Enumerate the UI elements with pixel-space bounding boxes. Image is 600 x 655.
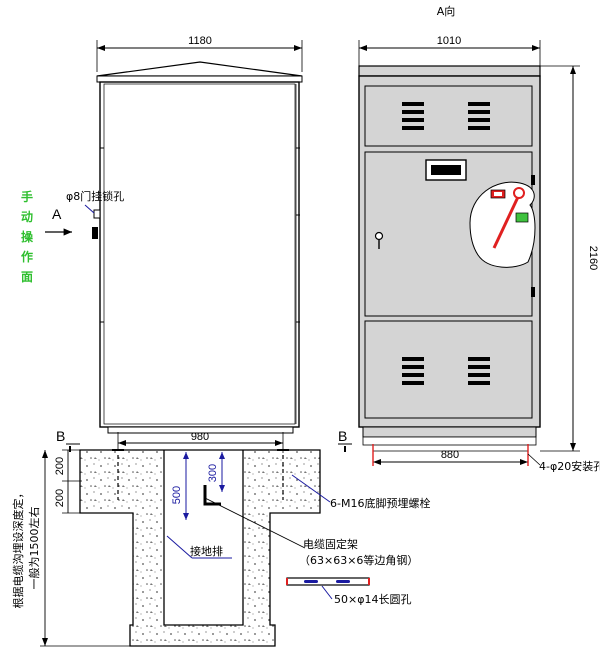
side-view: 1180 φ8门挂锁孔 A 手 动 操 作 面	[21, 35, 303, 434]
handle-icon	[92, 227, 98, 239]
dim-200-bottom-label: 200	[54, 489, 66, 507]
slot-holes-label: 50×φ14长圆孔	[334, 593, 411, 606]
front-view: A向 1010 2160	[358, 4, 600, 473]
foundation-section: 980 200 200 根据电缆沟埋设深度定， 一般为1500左右 500 30…	[11, 431, 430, 647]
svg-text:面: 面	[21, 270, 33, 284]
top-louvre-vents	[402, 102, 490, 130]
svg-text:动: 动	[21, 210, 33, 224]
dim-880-label: 880	[441, 449, 459, 461]
anchor-bolts-label: 6-M16底脚预埋螺栓	[330, 496, 430, 510]
manual-operation-label: 手 动 操 作 面	[21, 189, 34, 284]
cabinet-roof	[96, 61, 303, 77]
operating-mechanism	[469, 181, 536, 268]
install-holes-label: 4-φ20安装孔	[539, 459, 600, 473]
svg-text:作: 作	[21, 249, 33, 264]
depth-note-line2: 一般为1500左右	[27, 507, 41, 590]
bottom-louvre-vents	[402, 357, 490, 385]
lock-hole-label: φ8门挂锁孔	[66, 189, 124, 203]
cable-bracket-icon	[203, 485, 221, 506]
dim-1010-label: 1010	[437, 35, 461, 47]
dim-2160-label: 2160	[587, 246, 599, 270]
cable-bracket-label: 电缆固定架	[303, 537, 358, 551]
dim-300-label: 300	[207, 464, 219, 482]
grounding-bar-label: 接地排	[190, 544, 223, 558]
section-b-right: B	[338, 428, 347, 444]
svg-text:手: 手	[21, 189, 33, 204]
section-b-left: B	[56, 428, 65, 444]
dim-500-label: 500	[171, 486, 183, 504]
dim-200-top-label: 200	[54, 457, 66, 475]
door-keyhole-icon	[374, 231, 384, 241]
depth-note-line1: 根据电缆沟埋设深度定，	[11, 488, 25, 609]
slotted-plate	[286, 577, 370, 586]
section-a-label: A	[52, 206, 62, 222]
view-a-title: A向	[437, 4, 456, 18]
indicator-green-icon	[515, 212, 529, 223]
cabinet-side-body	[99, 81, 300, 428]
cable-bracket-spec-label: （63×63×6等边角钢）	[299, 553, 418, 567]
dim-1180-label: 1180	[188, 35, 212, 47]
svg-text:操: 操	[21, 229, 34, 244]
operating-handle-icon	[492, 196, 520, 249]
dim-980-label: 980	[191, 431, 209, 443]
